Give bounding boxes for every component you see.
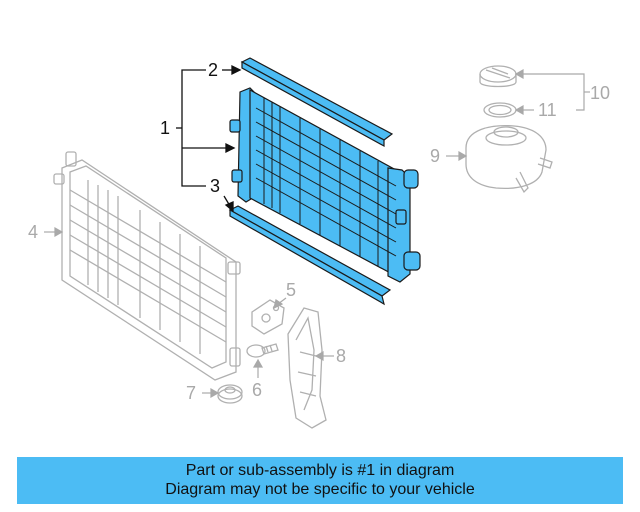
callout-7: 7	[186, 383, 196, 403]
callout-8: 8	[336, 346, 346, 366]
leader-lines-ghost	[44, 68, 590, 399]
part-9-reservoir	[465, 124, 553, 194]
callout-1: 1	[160, 118, 170, 138]
part-8-air-guide	[287, 307, 327, 429]
part-7-grommet	[217, 384, 243, 404]
part-2-upper-seal	[240, 57, 394, 148]
callout-11: 11	[538, 100, 557, 120]
callout-6: 6	[252, 380, 262, 400]
callout-9: 9	[430, 146, 440, 166]
part-11-seal-ring	[483, 102, 517, 118]
part-10-cap	[479, 65, 517, 88]
part-6-bolt	[246, 343, 279, 358]
parts-diagram: 1 2 3 4 5 6 7 8 9 10 11	[28, 57, 610, 429]
callout-3: 3	[210, 176, 220, 196]
callout-10: 10	[590, 83, 610, 103]
leader-lines-highlighted	[176, 64, 242, 213]
part-3-lower-seal	[228, 205, 392, 306]
banner-line-2: Diagram may not be specific to your vehi…	[165, 481, 475, 498]
part-1-radiator	[229, 87, 421, 283]
callout-5: 5	[286, 280, 296, 300]
info-banner: Part or sub-assembly is #1 in diagram Di…	[17, 457, 623, 504]
callout-2: 2	[208, 60, 218, 80]
part-4-condenser	[53, 151, 241, 381]
banner-line-1: Part or sub-assembly is #1 in diagram	[185, 462, 455, 479]
callout-4: 4	[28, 222, 38, 242]
